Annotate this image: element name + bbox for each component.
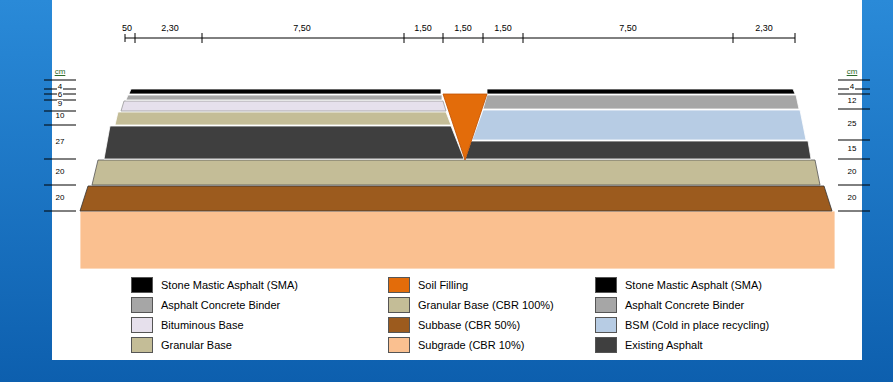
thickness-label: 20 (847, 194, 858, 202)
thickness-label: 27 (55, 138, 66, 146)
dimension-label: 1,50 (453, 24, 473, 33)
subgrade (80, 211, 835, 269)
thickness-label: 15 (847, 145, 858, 153)
thickness-label: 12 (847, 97, 858, 105)
legend-text: Existing Asphalt (625, 339, 703, 351)
thickness-label: 25 (847, 120, 858, 128)
dimension-label: 7,50 (618, 24, 638, 33)
legend-item: Asphalt Concrete Binder (595, 297, 744, 313)
dimension-line (125, 33, 795, 43)
legend-swatch (131, 317, 153, 333)
legend-text: BSM (Cold in place recycling) (625, 319, 769, 331)
dimension-label: 7,50 (292, 24, 312, 33)
legend-item: Subgrade (CBR 10%) (388, 337, 524, 353)
soil-filling (443, 94, 487, 160)
bituminous-base (121, 101, 446, 111)
legend-item: Stone Mastic Asphalt (SMA) (131, 277, 298, 293)
dimension-label: 1,50 (413, 24, 433, 33)
legend-swatch (595, 297, 617, 313)
legend-text: Stone Mastic Asphalt (SMA) (625, 279, 762, 291)
unit-label: cm (55, 68, 66, 76)
legend-text: Subbase (CBR 50%) (418, 319, 520, 331)
legend-text: Stone Mastic Asphalt (SMA) (161, 279, 298, 291)
dimension-label: 2,30 (160, 24, 180, 33)
thickness-label: 9 (57, 100, 63, 108)
legend-swatch (388, 337, 410, 353)
legend-swatch (388, 297, 410, 313)
thickness-label: 10 (55, 112, 66, 120)
legend-swatch (388, 317, 410, 333)
sma (487, 89, 795, 94)
legend-text: Bituminous Base (161, 319, 244, 331)
thickness-label: 20 (847, 168, 858, 176)
panel (52, 0, 862, 360)
bsm (472, 110, 806, 140)
binder (126, 95, 442, 100)
legend-swatch (595, 317, 617, 333)
legend-swatch (131, 277, 153, 293)
legend-item: Subbase (CBR 50%) (388, 317, 520, 333)
legend-swatch (595, 277, 617, 293)
legend-text: Soil Filling (418, 279, 468, 291)
legend-text: Subgrade (CBR 10%) (418, 339, 524, 351)
existing-asphalt (465, 141, 811, 159)
legend-swatch (131, 297, 153, 313)
legend-text: Granular Base (161, 339, 232, 351)
pavement-layers (80, 89, 835, 269)
thickness-label: 4 (849, 83, 855, 91)
legend-item: Granular Base (CBR 100%) (388, 297, 554, 313)
legend-item: Stone Mastic Asphalt (SMA) (595, 277, 762, 293)
depth-scale (44, 80, 870, 211)
binder (483, 95, 799, 109)
legend-item: Soil Filling (388, 277, 468, 293)
dimension-label: 1,50 (493, 24, 513, 33)
dimension-label: 2,30 (754, 24, 774, 33)
legend-text: Asphalt Concrete Binder (161, 299, 280, 311)
legend-item: Bituminous Base (131, 317, 244, 333)
granular-base-cbr100 (92, 160, 820, 185)
legend-swatch (131, 337, 153, 353)
subbase (80, 186, 832, 211)
legend-item: Asphalt Concrete Binder (131, 297, 280, 313)
thickness-label: 20 (55, 168, 66, 176)
thickness-label: 20 (55, 194, 66, 202)
legend-text: Asphalt Concrete Binder (625, 299, 744, 311)
legend-item: BSM (Cold in place recycling) (595, 317, 769, 333)
thickness-label: 6 (57, 91, 63, 99)
legend-item: Existing Asphalt (595, 337, 703, 353)
existing-asphalt (104, 126, 464, 159)
unit-label: cm (847, 68, 858, 76)
legend-swatch (595, 337, 617, 353)
thickness-label: 4 (57, 83, 63, 91)
legend-text: Granular Base (CBR 100%) (418, 299, 554, 311)
dimension-label: 50 (121, 24, 133, 33)
legend-item: Granular Base (131, 337, 232, 353)
sma (129, 89, 441, 94)
granular-base (115, 112, 451, 125)
legend-swatch (388, 277, 410, 293)
